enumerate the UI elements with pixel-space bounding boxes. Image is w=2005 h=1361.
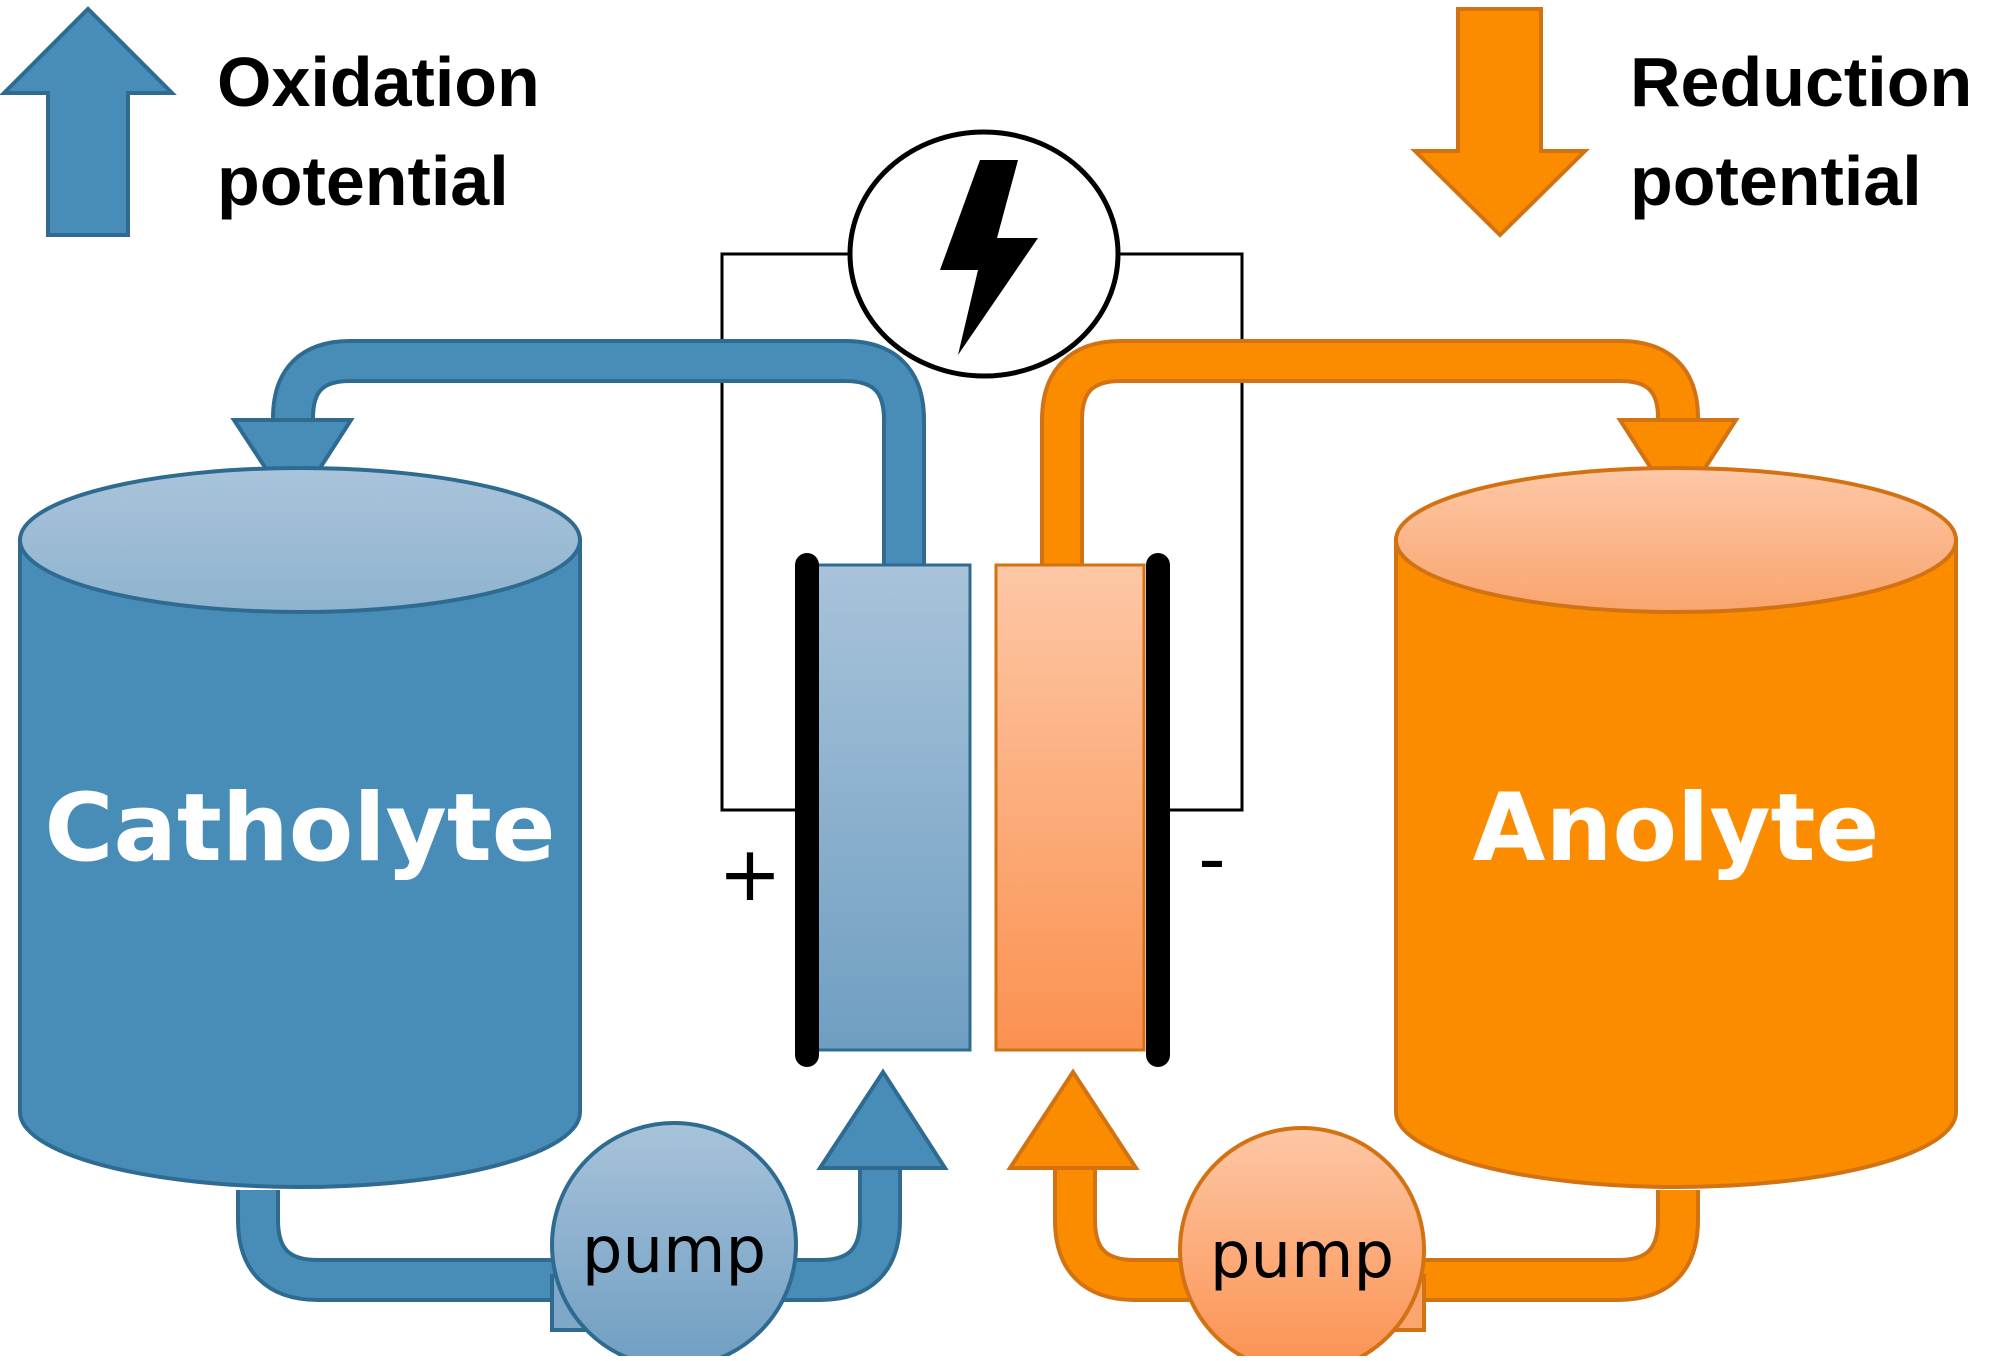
- anolyte-label: Anolyte: [1473, 774, 1879, 883]
- anolyte-half-cell: [994, 563, 1146, 1052]
- anolyte-tank: [1394, 466, 1958, 1189]
- arrow-down-icon: [1616, 418, 1740, 514]
- reduction-label-line1: Reduction: [1630, 43, 1972, 121]
- anolyte-pump-label: pump: [1210, 1219, 1394, 1293]
- arrow-up-icon: [816, 1068, 949, 1170]
- reduction-arrow-icon: [1410, 7, 1590, 238]
- reduction-label-line2: potential: [1630, 142, 1922, 220]
- positive-sign: +: [718, 829, 782, 918]
- anolyte-return-pipe: [1040, 339, 1740, 565]
- external-circuit-wire: [720, 252, 1244, 812]
- catholyte-return-pipe: [230, 339, 926, 565]
- oxidation-label-line1: Oxidation: [217, 43, 540, 121]
- catholyte-pump-label: pump: [582, 1214, 766, 1288]
- power-source: [847, 129, 1121, 379]
- lightning-bolt-icon: [940, 160, 1038, 355]
- anolyte-pump: [1178, 1126, 1426, 1361]
- arrow-down-icon: [230, 418, 355, 514]
- negative-sign: -: [1198, 814, 1225, 903]
- catholyte-half-cell: [804, 563, 972, 1052]
- catholyte-pump: [550, 1121, 798, 1361]
- oxidation-arrow-icon: [0, 6, 177, 237]
- oxidation-label-line2: potential: [217, 142, 509, 220]
- arrow-up-icon: [1006, 1068, 1140, 1170]
- catholyte-tank: [18, 466, 582, 1189]
- catholyte-label: Catholyte: [44, 774, 555, 883]
